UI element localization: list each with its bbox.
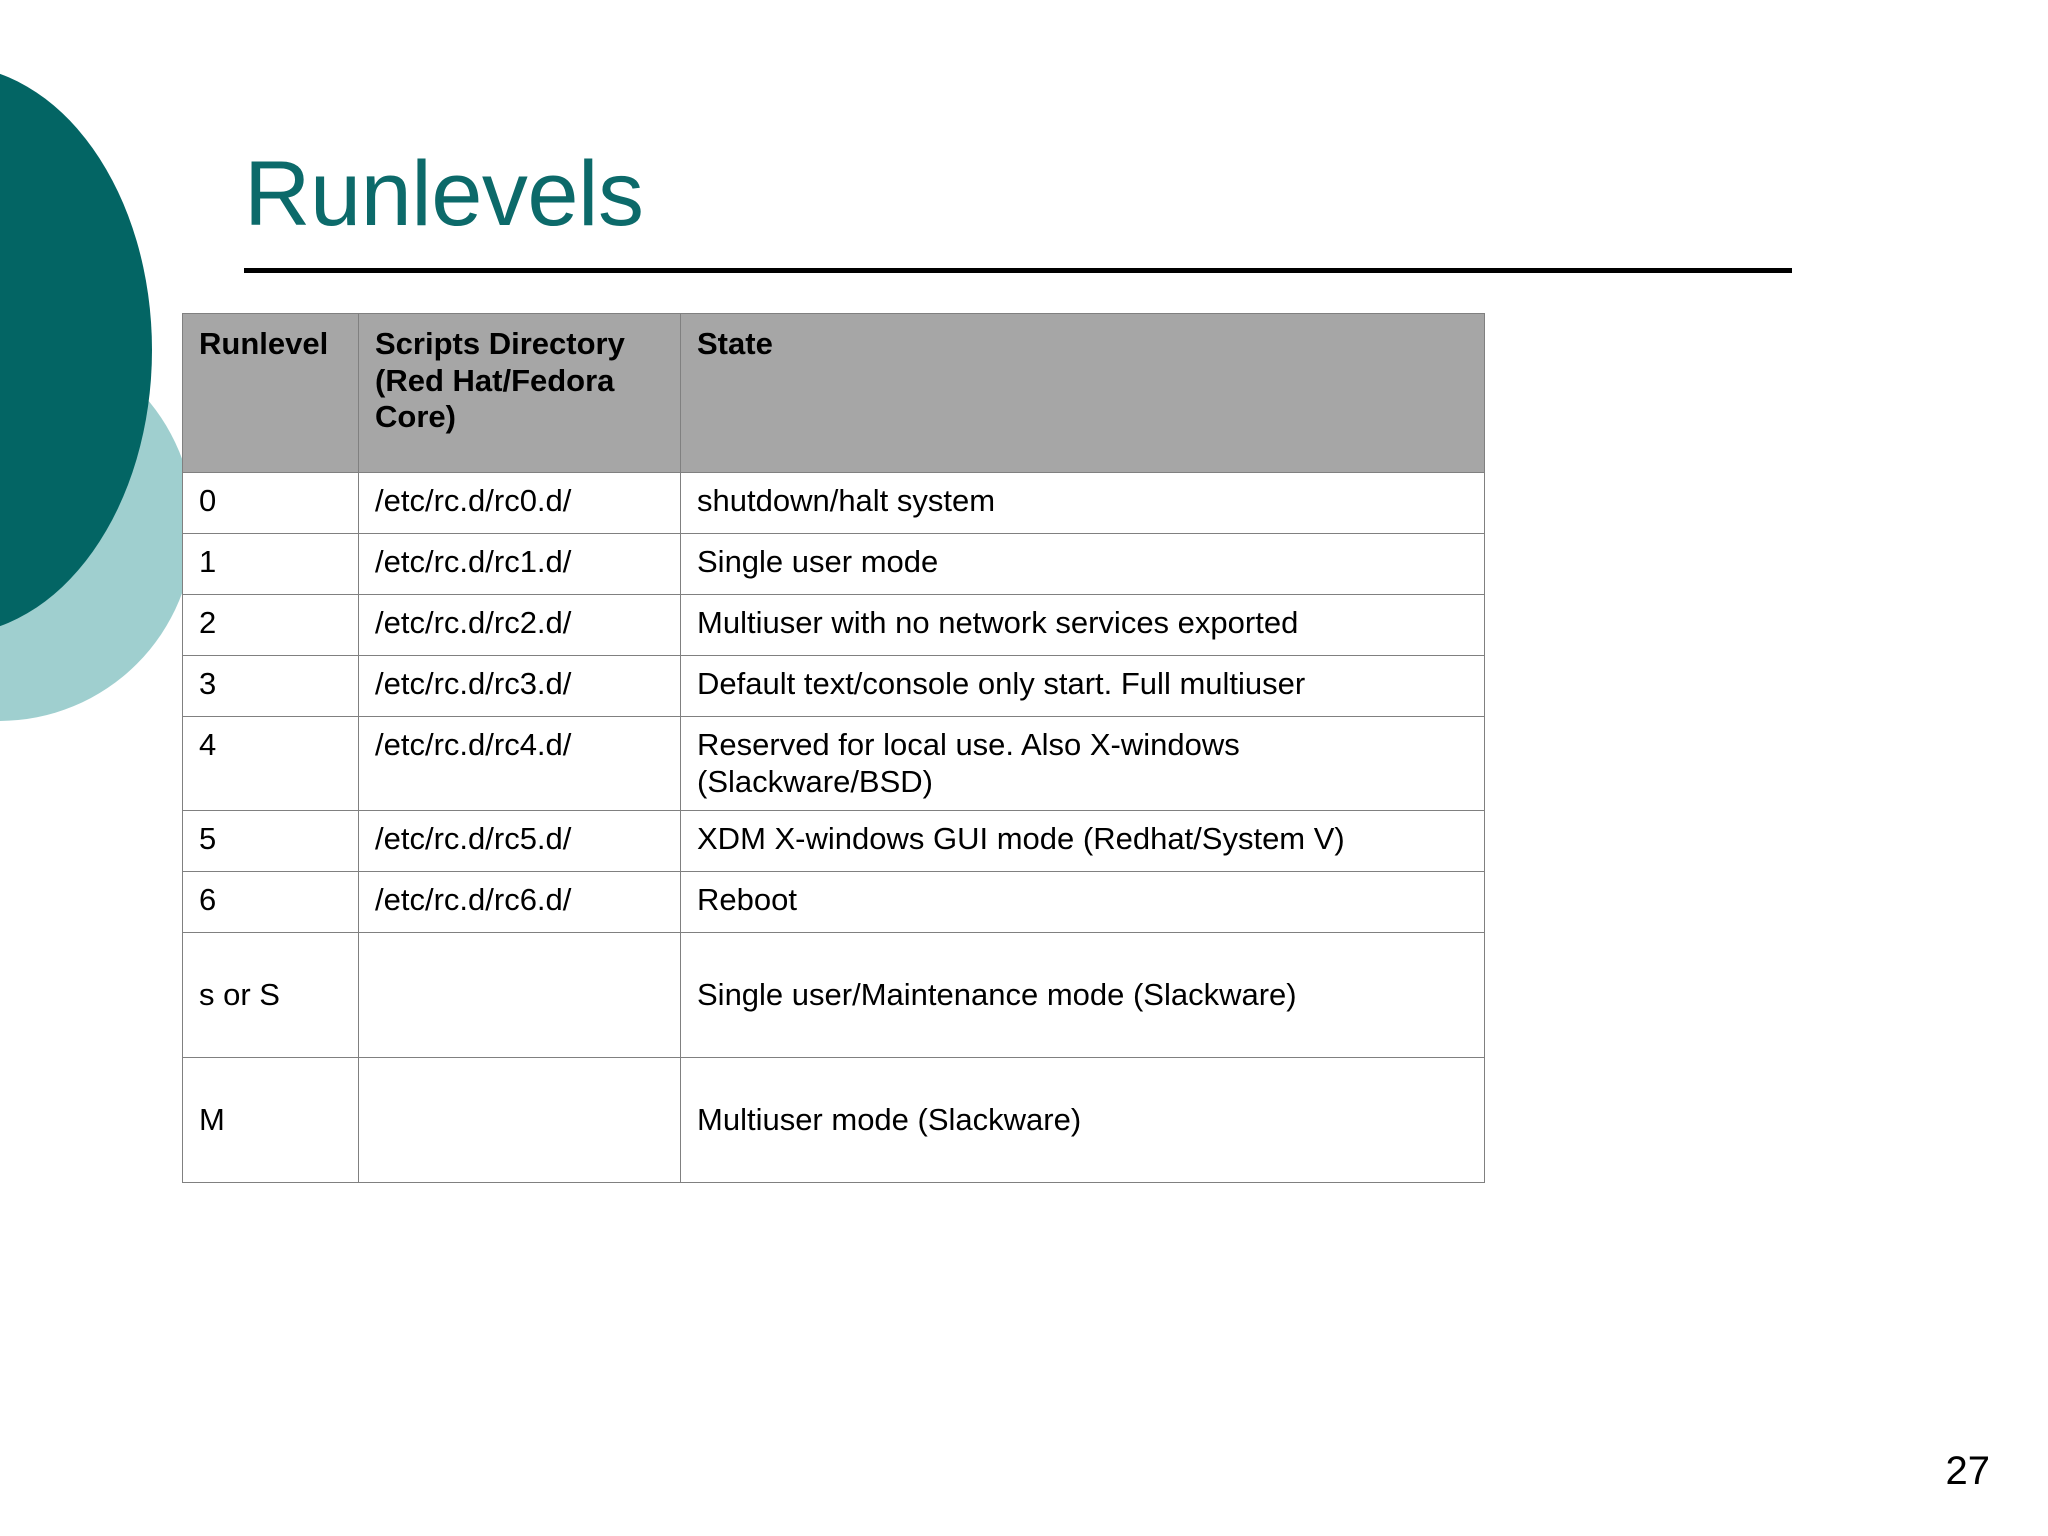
cell-state: Single user mode — [680, 533, 1485, 595]
table-header-row: Runlevel Scripts Directory (Red Hat/Fedo… — [182, 313, 1485, 473]
dark-teal-circle — [0, 65, 152, 635]
cell-runlevel: 6 — [182, 871, 359, 934]
cell-state: Reboot — [680, 871, 1485, 934]
cell-runlevel: s or S — [182, 932, 359, 1059]
cell-runlevel: 3 — [182, 655, 359, 717]
table-row: 3 /etc/rc.d/rc3.d/ Default text/console … — [182, 655, 1485, 717]
table-body: 0 /etc/rc.d/rc0.d/ shutdown/halt system … — [182, 472, 1485, 1184]
page-title: Runlevels — [244, 143, 644, 245]
cell-state: XDM X-windows GUI mode (Redhat/System V) — [680, 810, 1485, 873]
column-header-scripts-directory: Scripts Directory (Red Hat/Fedora Core) — [358, 313, 681, 473]
cell-directory — [358, 1057, 681, 1184]
cell-runlevel: 4 — [182, 715, 359, 812]
cell-state: Single user/Maintenance mode (Slackware) — [680, 932, 1485, 1059]
cell-runlevel: 5 — [182, 810, 359, 873]
cell-directory: /etc/rc.d/rc1.d/ — [358, 533, 681, 595]
cell-directory: /etc/rc.d/rc0.d/ — [358, 472, 681, 534]
page-number: 27 — [1945, 1449, 1991, 1493]
runlevels-table: Runlevel Scripts Directory (Red Hat/Fedo… — [182, 313, 1485, 1184]
cell-directory: /etc/rc.d/rc6.d/ — [358, 871, 681, 934]
cell-state: Default text/console only start. Full mu… — [680, 655, 1485, 717]
light-teal-circle — [0, 331, 194, 721]
cell-state: Multiuser mode (Slackware) — [680, 1057, 1485, 1184]
cell-runlevel: 2 — [182, 594, 359, 656]
cell-directory: /etc/rc.d/rc5.d/ — [358, 810, 681, 873]
cell-directory — [358, 932, 681, 1059]
cell-state: Reserved for local use. Also X-windows (… — [680, 715, 1485, 812]
table-row: 5 /etc/rc.d/rc5.d/ XDM X-windows GUI mod… — [182, 810, 1485, 873]
table-row: s or S Single user/Maintenance mode (Sla… — [182, 932, 1485, 1059]
table-header: Runlevel Scripts Directory (Red Hat/Fedo… — [182, 313, 1485, 473]
table-row: 2 /etc/rc.d/rc2.d/ Multiuser with no net… — [182, 594, 1485, 656]
cell-directory: /etc/rc.d/rc3.d/ — [358, 655, 681, 717]
cell-runlevel: 0 — [182, 472, 359, 534]
table-row: 6 /etc/rc.d/rc6.d/ Reboot — [182, 871, 1485, 934]
table-row: M Multiuser mode (Slackware) — [182, 1057, 1485, 1184]
cell-runlevel: M — [182, 1057, 359, 1184]
table-row: 4 /etc/rc.d/rc4.d/ Reserved for local us… — [182, 715, 1485, 812]
column-header-state: State — [680, 313, 1485, 473]
title-divider — [244, 268, 1792, 273]
cell-runlevel: 1 — [182, 533, 359, 595]
cell-state: shutdown/halt system — [680, 472, 1485, 534]
title-block: Runlevels — [244, 148, 1792, 273]
cell-state: Multiuser with no network services expor… — [680, 594, 1485, 656]
column-header-runlevel: Runlevel — [182, 313, 359, 473]
table-row: 0 /etc/rc.d/rc0.d/ shutdown/halt system — [182, 472, 1485, 534]
cell-directory: /etc/rc.d/rc2.d/ — [358, 594, 681, 656]
cell-directory: /etc/rc.d/rc4.d/ — [358, 715, 681, 812]
table-row: 1 /etc/rc.d/rc1.d/ Single user mode — [182, 533, 1485, 595]
